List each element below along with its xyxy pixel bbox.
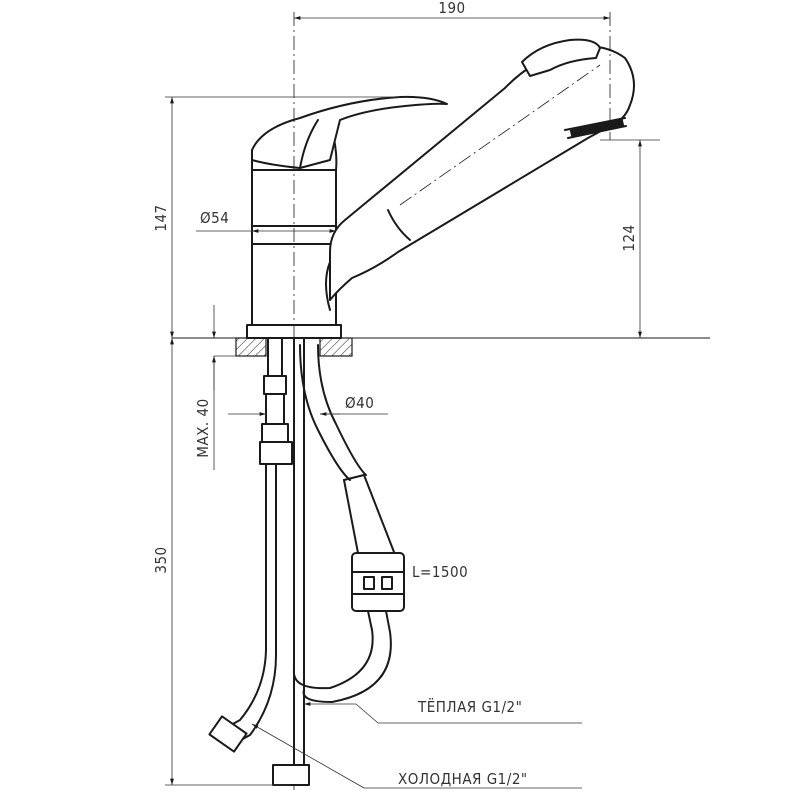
countertop bbox=[172, 337, 710, 357]
leader-warm-inlet: ТЁПЛАЯ G1/2" bbox=[304, 697, 582, 724]
hose-length-label: L=1500 bbox=[412, 563, 468, 581]
dimension-height-spout: 124 bbox=[600, 139, 660, 338]
dimension-height-spout-label: 124 bbox=[620, 224, 638, 251]
dimension-diameter-hole-label: Ø40 bbox=[345, 394, 374, 412]
dimension-max-thickness: MAX. 40 bbox=[194, 305, 236, 470]
warm-inlet-label: ТЁПЛАЯ G1/2" bbox=[417, 697, 522, 716]
dimension-height-faucet: 147 bbox=[152, 96, 400, 338]
cold-inlet-label: ХОЛОДНАЯ G1/2" bbox=[398, 770, 528, 788]
dimension-width: 190 bbox=[294, 0, 610, 20]
lever-handle bbox=[251, 95, 448, 169]
dimension-max-thickness-label: MAX. 40 bbox=[194, 398, 212, 457]
dimension-diameter-base: Ø54 bbox=[196, 209, 336, 231]
dimension-diameter-base-label: Ø54 bbox=[200, 209, 229, 227]
hoses bbox=[208, 337, 405, 786]
leader-cold-inlet: ХОЛОДНАЯ G1/2" bbox=[251, 723, 582, 789]
dimension-height-faucet-label: 147 bbox=[152, 204, 170, 231]
dimension-diameter-hole: Ø40 bbox=[228, 394, 388, 416]
dimension-hose-vertical: 350 bbox=[152, 338, 290, 786]
spray-nozzle bbox=[569, 118, 625, 138]
dimension-hose-vertical-label: 350 bbox=[152, 546, 170, 573]
dimension-width-label: 190 bbox=[438, 0, 465, 17]
pull-out-spout bbox=[325, 38, 635, 311]
